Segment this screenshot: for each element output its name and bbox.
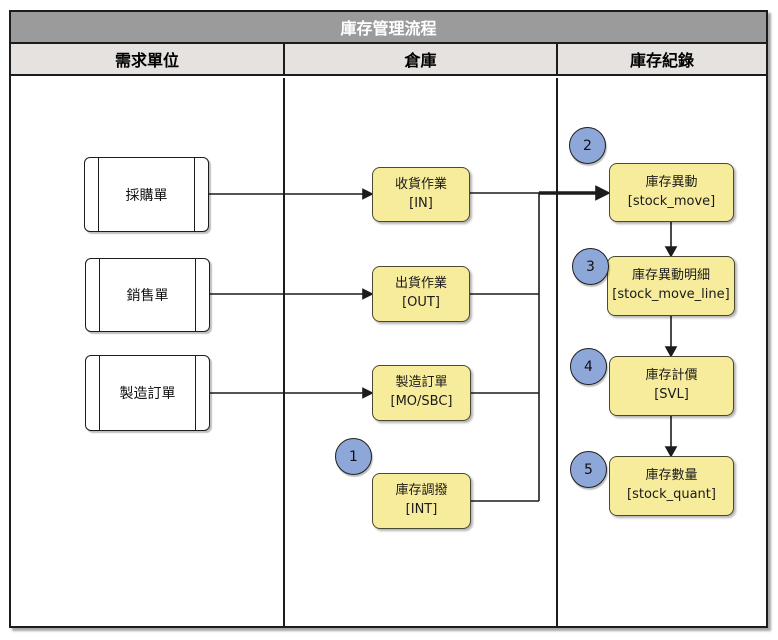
node-stock-valuation-label: 庫存計價 <box>645 368 698 384</box>
lane-header-records-label: 庫存紀錄 <box>629 51 694 70</box>
node-manufacturing: 製造訂單 [MO/SBC] <box>372 365 471 421</box>
node-stock-move-label: 庫存異動 <box>645 174 698 190</box>
lane-header-demand-label: 需求單位 <box>114 51 179 70</box>
step-badge-5-number: 5 <box>584 461 593 478</box>
node-stock-valuation-code: [SVL] <box>654 387 689 402</box>
node-stock-move: 庫存異動 [stock_move] <box>609 163 734 222</box>
node-sales-order-label: 銷售單 <box>126 288 169 304</box>
step-badge-4: 4 <box>570 348 607 385</box>
node-shipping-code: [OUT] <box>402 295 440 310</box>
node-receiving-label: 收貨作業 <box>394 176 447 192</box>
node-manufacturing-label: 製造訂單 <box>395 375 448 391</box>
pool-title: 庫存管理流程 <box>11 12 766 44</box>
step-badge-1: 1 <box>335 438 372 475</box>
step-badge-1-number: 1 <box>349 448 358 465</box>
node-manufacturing-order-label: 製造訂單 <box>119 386 176 402</box>
node-manufacturing-code: [MO/SBC] <box>390 394 453 409</box>
node-stock-valuation: 庫存計價 [SVL] <box>609 356 734 416</box>
step-badge-3-number: 3 <box>586 258 595 275</box>
node-stock-move-code: [stock_move] <box>627 193 716 209</box>
node-purchase-order: 採購單 <box>84 157 209 232</box>
node-stock-quant-label: 庫存數量 <box>645 468 698 484</box>
node-shipping-label: 出貨作業 <box>394 276 447 292</box>
node-stock-quant-code: [stock_quant] <box>627 487 716 502</box>
step-badge-2-number: 2 <box>583 137 592 154</box>
node-receiving-code: [IN] <box>409 195 433 211</box>
node-internal-transfer: 庫存調撥 [INT] <box>372 473 471 529</box>
node-internal-transfer-code: [INT] <box>405 502 438 517</box>
lane-header-demand: 需求單位 <box>11 44 285 74</box>
node-internal-transfer-label: 庫存調撥 <box>395 483 448 499</box>
node-stock-move-line: 庫存異動明細 [stock_move_line] <box>607 256 735 316</box>
node-stock-move-line-code: [stock_move_line] <box>612 287 730 302</box>
step-badge-3: 3 <box>572 248 609 285</box>
node-sales-order: 銷售單 <box>85 258 210 332</box>
step-badge-4-number: 4 <box>584 358 593 375</box>
node-stock-move-line-label: 庫存異動明細 <box>631 268 710 284</box>
node-shipping: 出貨作業 [OUT] <box>372 266 470 322</box>
lane-header-row: 需求單位 倉庫 庫存紀錄 <box>11 44 766 76</box>
step-badge-2: 2 <box>569 127 606 164</box>
lane-header-warehouse: 倉庫 <box>285 44 558 74</box>
lane-header-records: 庫存紀錄 <box>558 44 766 74</box>
lane-separator-2 <box>556 78 558 626</box>
node-receiving: 收貨作業 [IN] <box>372 167 470 222</box>
node-purchase-order-label: 採購單 <box>125 187 168 204</box>
step-badge-5: 5 <box>570 451 607 488</box>
lane-header-warehouse-label: 倉庫 <box>404 51 437 70</box>
pool-title-text: 庫存管理流程 <box>340 19 437 38</box>
node-manufacturing-order: 製造訂單 <box>85 355 210 431</box>
lane-separator-1 <box>283 78 285 626</box>
node-stock-quant: 庫存數量 [stock_quant] <box>609 456 734 516</box>
